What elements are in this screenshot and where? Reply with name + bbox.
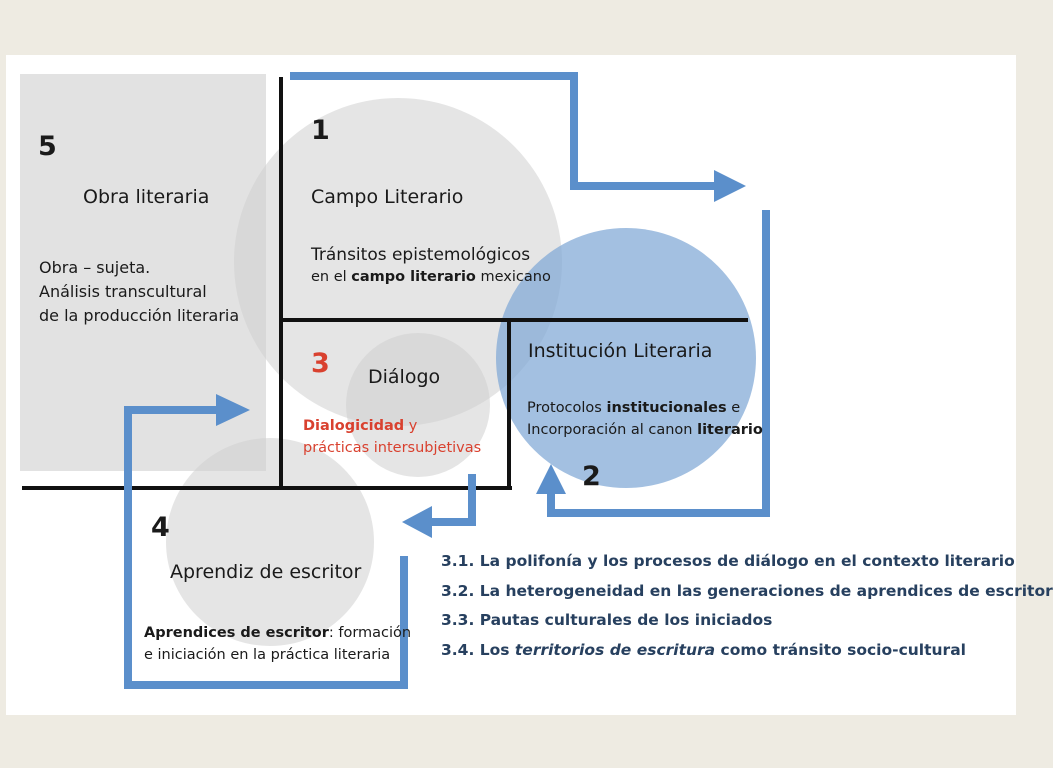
dialogo-line-1: Dialogicidad y xyxy=(303,416,417,437)
campo-line-2-c: mexicano xyxy=(475,269,551,285)
obra-line-3: de la producción literaria xyxy=(39,306,240,325)
obra-title: Obra literaria xyxy=(83,186,210,208)
diagram-graphics xyxy=(20,72,770,689)
subtopic-4-a: 3.4. Los xyxy=(441,641,515,659)
subtopic-4: 3.4. Los territorios de escritura como t… xyxy=(441,636,966,666)
campo-line-2-b: campo literario xyxy=(351,269,476,285)
institucion-number: 2 xyxy=(582,461,601,492)
institucion-line-2-a: Incorporación al canon xyxy=(527,422,698,438)
dialogo-circle xyxy=(346,333,490,477)
aprendiz-circle xyxy=(166,438,374,646)
aprendiz-line-2: e iniciación en la práctica literaria xyxy=(144,647,391,663)
institucion-circle xyxy=(496,228,756,488)
institucion-line-1: Protocolos institucionales e xyxy=(527,398,740,419)
subtopic-4-b: territorios de escritura xyxy=(514,641,716,659)
campo-line-2-a: en el xyxy=(311,269,352,285)
institucion-line-1-c: e xyxy=(726,400,741,416)
arrow-campo-to-institucion xyxy=(290,72,718,190)
aprendiz-title: Aprendiz de escritor xyxy=(170,561,362,583)
campo-number: 1 xyxy=(311,115,330,146)
aprendiz-line-1: Aprendices de escritor: formación xyxy=(144,623,411,644)
arrowhead-right-campo xyxy=(714,170,746,202)
subtopic-1: 3.1. La polifonía y los procesos de diál… xyxy=(441,552,1015,570)
institucion-line-1-a: Protocolos xyxy=(527,400,607,416)
dialogo-line-1-a: Dialogicidad xyxy=(303,418,405,434)
obra-number: 5 xyxy=(38,131,57,162)
obra-line-2: Análisis transcultural xyxy=(39,282,207,301)
dialogo-title: Diálogo xyxy=(368,366,441,388)
campo-circle xyxy=(234,98,562,426)
dialogo-number: 3 xyxy=(311,348,330,379)
campo-line-2: en el campo literario mexicano xyxy=(311,267,551,288)
subtopic-3: 3.3. Pautas culturales de los iniciados xyxy=(441,611,773,629)
institucion-line-2-b: literario xyxy=(697,422,763,438)
arrowhead-right-aprendiz xyxy=(216,394,250,426)
subtopic-2: 3.2. La heterogeneidad en las generacion… xyxy=(441,582,1053,600)
arrow-institucion-to-2 xyxy=(547,210,770,517)
campo-line-1: Tránsitos epistemológicos xyxy=(311,245,531,265)
campo-title: Campo Literario xyxy=(311,186,464,208)
dialogo-line-2: prácticas intersubjetivas xyxy=(303,440,482,456)
institucion-line-1-b: institucionales xyxy=(606,400,727,416)
subtopic-4-c: como tránsito socio-cultural xyxy=(715,641,966,659)
arrow-dialogo-to-aprendiz xyxy=(428,474,476,526)
institucion-line-2: Incorporación al canon literario xyxy=(527,420,763,441)
arrowhead-up-institucion xyxy=(536,464,566,494)
aprendiz-line-1-b: : formación xyxy=(328,625,412,641)
obra-line-1: Obra – sujeta. xyxy=(39,258,151,277)
institucion-title: Institución Literaria xyxy=(528,340,713,362)
dialogo-line-1-b: y xyxy=(404,418,418,434)
aprendiz-number: 4 xyxy=(151,512,170,543)
arrowhead-left-dialogo xyxy=(402,506,432,538)
arrow-aprendiz-to-obra xyxy=(124,406,408,689)
aprendiz-line-1-a: Aprendices de escritor xyxy=(144,625,329,641)
stage: 5 Obra literaria Obra – sujeta. Análisis… xyxy=(6,55,1053,715)
